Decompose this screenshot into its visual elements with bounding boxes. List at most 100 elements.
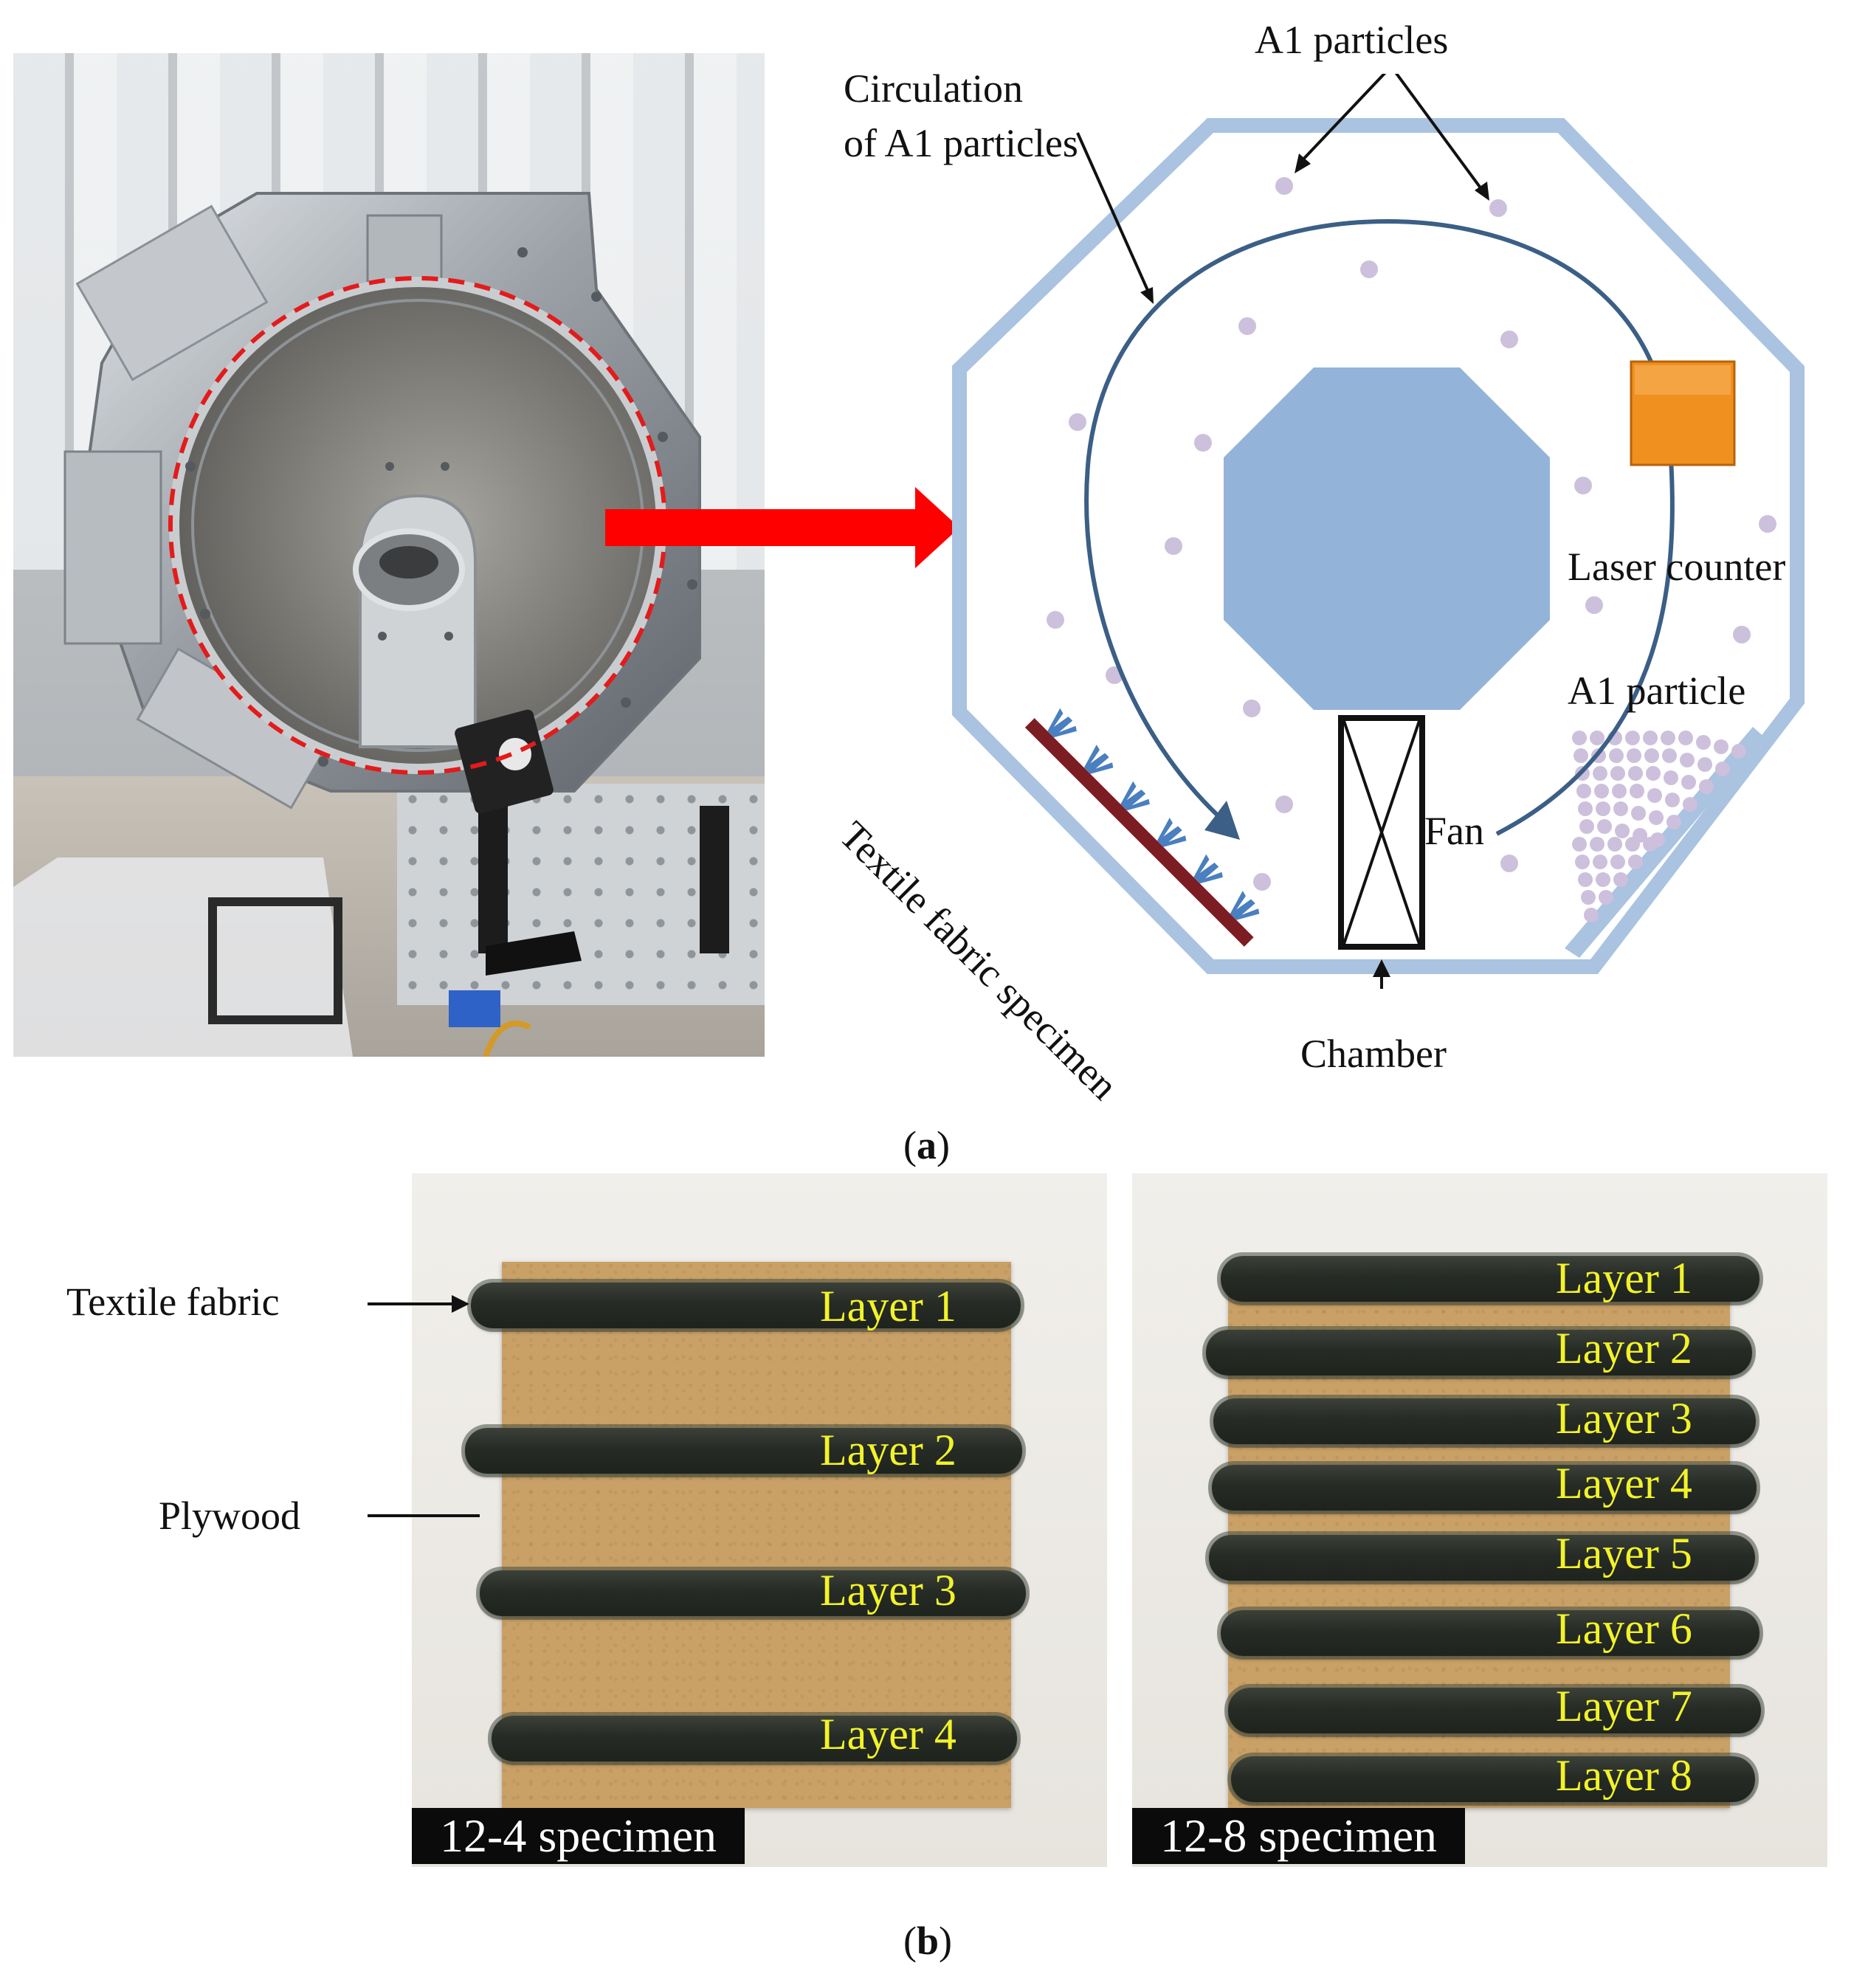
a1-particle-dot	[1699, 779, 1714, 794]
a1-particle-dot	[1579, 819, 1594, 834]
a1-particle-dot	[1646, 766, 1661, 781]
layer-label: Layer 8	[1556, 1751, 1692, 1800]
a1-particle-dot	[1714, 739, 1728, 754]
a1-particle-dot	[1578, 801, 1593, 816]
a1-particle-dot	[1643, 731, 1658, 745]
a1-particle-dot	[1610, 766, 1625, 781]
a1-particle-dot	[1576, 784, 1591, 798]
label-textile-fabric: Textile fabric	[66, 1280, 280, 1324]
textile-strip	[1206, 1330, 1752, 1376]
chamber-photo	[13, 53, 765, 1057]
textile-strip	[1209, 1535, 1755, 1581]
fan-icon	[1338, 715, 1425, 950]
a1-particle-dot	[1665, 793, 1680, 807]
layer-label: Layer 1	[820, 1282, 956, 1330]
a1-particle-dot	[1681, 775, 1696, 790]
a1-particle-dot	[1584, 908, 1599, 922]
arrow-icon	[605, 487, 959, 568]
layer-label: Layer 3	[1556, 1394, 1692, 1443]
a1-particle-dot	[1581, 890, 1596, 905]
a1-particles-scatter	[1047, 177, 1776, 891]
a1-particle-dot	[1631, 806, 1646, 821]
a1-particle-dot	[1610, 855, 1625, 869]
a1-particle-dot	[1643, 837, 1658, 852]
label-plywood: Plywood	[159, 1494, 301, 1538]
label-laser-counter: Laser counter	[1568, 545, 1786, 589]
textile-strip	[1221, 1256, 1759, 1302]
a1-particle-dot	[1573, 748, 1588, 763]
a1-particle-dot	[1696, 735, 1711, 750]
layer-label: Layer 1	[1556, 1254, 1692, 1302]
a1-particle-dot	[1615, 824, 1630, 838]
layer-label: Layer 7	[1556, 1682, 1692, 1730]
a1-particle-dot	[1609, 748, 1624, 763]
a1-particle-dot	[1664, 770, 1678, 785]
a1-particle-dot	[1593, 855, 1607, 869]
specimen-tag: 12-8 specimen	[1132, 1808, 1465, 1864]
label-chamber: Chamber	[1300, 1032, 1447, 1076]
a1-particle-dot	[1625, 731, 1640, 745]
a1-particle-dot	[1590, 837, 1604, 852]
chamber-photo-graphic	[13, 192, 729, 1057]
a1-particle-dot	[1612, 784, 1627, 798]
layer-label: Layer 4	[1556, 1459, 1692, 1508]
chamber-schematic	[952, 74, 1805, 989]
foil-panel	[63, 450, 162, 645]
a1-particle-dot	[1627, 748, 1641, 763]
optical-post	[700, 806, 729, 953]
a1-particle-dot	[1628, 766, 1643, 781]
a1-particle-dot	[1647, 788, 1662, 803]
specimen-photo-12-4: Layer 1 Layer 2 Layer 3 Layer 4 12-4 spe…	[412, 1173, 1107, 1867]
label-a1-particles: A1 particles	[1255, 18, 1449, 62]
label-a1-particle: A1 particle	[1568, 669, 1746, 713]
a1-particle-dot	[1593, 766, 1607, 781]
foil-panel	[75, 204, 269, 382]
chamber-core	[1224, 367, 1550, 710]
textile-strip	[1228, 1688, 1761, 1733]
flow-arrowhead	[1204, 801, 1240, 840]
a1-particle-dot	[1613, 872, 1628, 887]
a1-particle-dot	[1678, 731, 1693, 745]
layer-label: Layer 2	[820, 1426, 956, 1474]
a1-particle-dot	[1613, 801, 1628, 816]
a1-particle-dot	[1680, 753, 1695, 767]
textile-strip	[492, 1716, 1017, 1761]
a1-particle-dot	[1630, 784, 1644, 798]
label-fan: Fan	[1424, 809, 1484, 853]
a1-particle-dot	[1697, 757, 1712, 772]
a1-particle-dot	[1661, 731, 1675, 745]
textile-strip	[471, 1283, 1021, 1328]
deflector-plate	[1565, 727, 1765, 958]
panel-b-arrows	[368, 1295, 480, 1517]
caption-b: (b)	[903, 1919, 953, 1963]
label-circulation-line2: of A1 particles	[844, 121, 1078, 165]
fiber-tufts	[1047, 708, 1260, 920]
a1-particle-dot	[1625, 837, 1640, 852]
a1-particle-dot	[1683, 797, 1697, 812]
textile-strip	[465, 1428, 1022, 1474]
label-circulation: Circulation	[844, 66, 1023, 111]
a1-particle-dot	[1572, 837, 1587, 852]
caption-a: (a)	[903, 1123, 950, 1167]
a1-particle-dot	[1596, 872, 1610, 887]
layer-label: Layer 2	[1556, 1324, 1692, 1373]
specimen-photo-12-8: Layer 1 Layer 2 Layer 3 Layer 4 Layer 5 …	[1132, 1173, 1827, 1867]
a1-particle-dot	[1597, 819, 1612, 834]
a1-particle-dot	[1662, 748, 1677, 763]
textile-strip	[1213, 1398, 1756, 1444]
a1-particle-dot	[1731, 744, 1746, 759]
a1-particle-dot	[1594, 784, 1609, 798]
circulation-path	[1084, 218, 1675, 836]
pointer-arrow	[605, 487, 959, 568]
arrow-icon	[452, 1295, 469, 1313]
textile-strip	[1231, 1756, 1755, 1802]
a1-particle-dot	[1644, 748, 1659, 763]
layer-label: Layer 3	[820, 1566, 956, 1615]
textile-strip	[1212, 1465, 1757, 1511]
layer-label: Layer 5	[1556, 1529, 1692, 1578]
a1-particle-dot	[1575, 855, 1590, 869]
a1-particle-dot	[1666, 815, 1681, 829]
a1-particle-dot	[1649, 810, 1664, 825]
a1-particle-dot	[1578, 872, 1593, 887]
a1-particle-dot	[1590, 731, 1604, 745]
